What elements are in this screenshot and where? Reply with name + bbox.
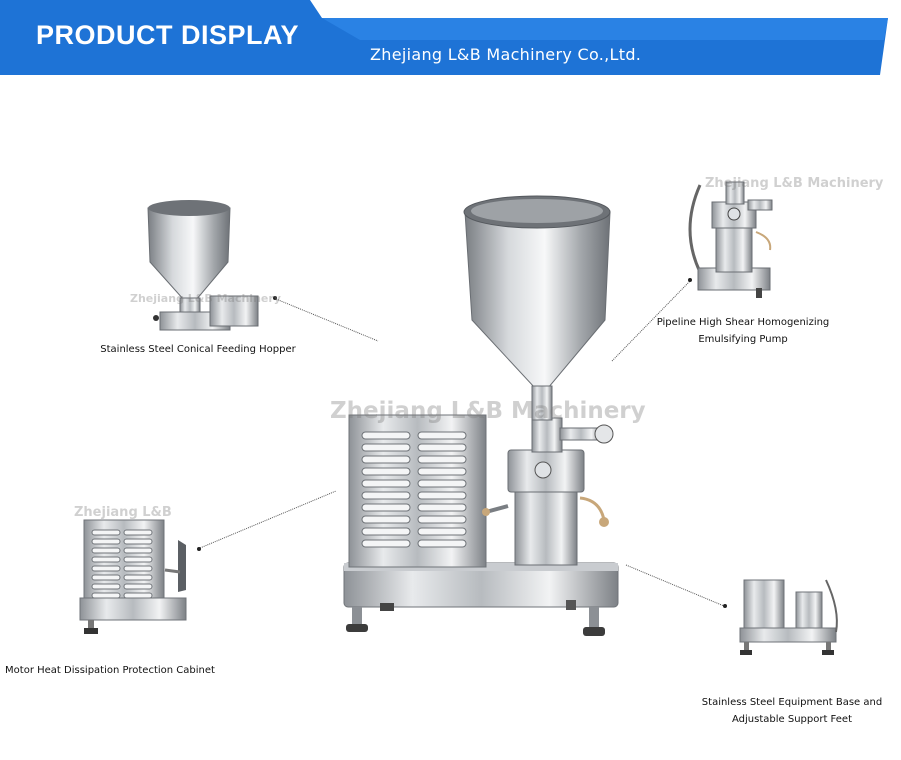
- base-detail: [739, 579, 838, 655]
- vent-slot: [91, 565, 121, 572]
- vent-slot: [417, 491, 467, 500]
- vent-slot: [417, 515, 467, 524]
- vent-slot: [417, 539, 467, 548]
- feeding-hopper: [464, 211, 611, 389]
- vent-slot: [91, 574, 121, 581]
- vent-slot: [417, 527, 467, 536]
- callout-line-cabinet: [199, 490, 337, 549]
- caption-hopper: Stainless Steel Conical Feeding Hopper: [98, 341, 298, 358]
- vent-slot: [91, 529, 121, 536]
- vent-slot: [91, 592, 121, 599]
- callout-lines: [197, 278, 727, 608]
- callout-line-base: [625, 564, 725, 607]
- vent-slot: [417, 443, 467, 452]
- vent-slot: [123, 556, 153, 563]
- caption-base: Stainless Steel Equipment Base and Adjus…: [700, 694, 884, 728]
- vent-slot: [123, 547, 153, 554]
- watermark-main: Zhejiang L&B Machinery: [330, 398, 646, 424]
- page-title: PRODUCT DISPLAY: [36, 20, 300, 50]
- caption-pump: Pipeline High Shear Homogenizing Emulsif…: [648, 314, 838, 348]
- vent-slot: [361, 443, 411, 452]
- vent-slot: [361, 503, 411, 512]
- watermark-pump: Zhejiang L&B Machinery: [705, 176, 884, 191]
- vent-slot: [123, 592, 153, 599]
- callout-line-pump: [611, 280, 691, 362]
- support-foot: [583, 627, 605, 636]
- vent-slot: [417, 503, 467, 512]
- caption-pump-line-2: Emulsifying Pump: [698, 334, 788, 345]
- company-name: Zhejiang L&B Machinery Co.,Ltd.: [370, 45, 642, 64]
- pump-detail: [688, 181, 773, 298]
- vent-slot: [361, 431, 411, 440]
- support-foot: [346, 624, 368, 632]
- vent-slot: [361, 491, 411, 500]
- vent-slot: [361, 539, 411, 548]
- caption-cabinet: Motor Heat Dissipation Protection Cabine…: [0, 662, 220, 679]
- vent-slot: [361, 515, 411, 524]
- header-banner: [0, 0, 888, 75]
- vent-slot: [361, 467, 411, 476]
- caption-base-line-2: Adjustable Support Feet: [732, 714, 852, 725]
- caption-pump-line-1: Pipeline High Shear Homogenizing: [656, 317, 830, 328]
- watermark-cabinet: Zhejiang L&B: [74, 505, 172, 520]
- vent-slot: [123, 529, 153, 536]
- vent-slot: [123, 538, 153, 545]
- watermark-hopper: Zhejiang L&B Machinery: [130, 292, 281, 305]
- vent-slot: [123, 565, 153, 572]
- caption-cabinet-text: Motor Heat Dissipation Protection Cabine…: [5, 665, 215, 676]
- caption-base-line-1: Stainless Steel Equipment Base and: [701, 697, 883, 708]
- outlet-clamp: [594, 424, 614, 444]
- cabinet-vents: [361, 431, 467, 548]
- vent-slot: [91, 583, 121, 590]
- vent-slot: [417, 467, 467, 476]
- vent-slot: [361, 479, 411, 488]
- vent-slot: [361, 455, 411, 464]
- vent-slot: [91, 556, 121, 563]
- cabinet-detail: [79, 519, 187, 634]
- hopper-detail: [147, 200, 259, 331]
- vent-slot: [123, 583, 153, 590]
- vent-slot: [417, 479, 467, 488]
- main-machine: [343, 195, 619, 636]
- caption-hopper-text: Stainless Steel Conical Feeding Hopper: [100, 344, 296, 355]
- vent-slot: [91, 538, 121, 545]
- vent-slot: [417, 455, 467, 464]
- callout-line-hopper: [275, 298, 379, 342]
- pump-motor-column: [514, 484, 578, 566]
- vent-slot: [361, 527, 411, 536]
- vent-slot: [91, 547, 121, 554]
- vent-slot: [123, 574, 153, 581]
- vent-slot: [417, 431, 467, 440]
